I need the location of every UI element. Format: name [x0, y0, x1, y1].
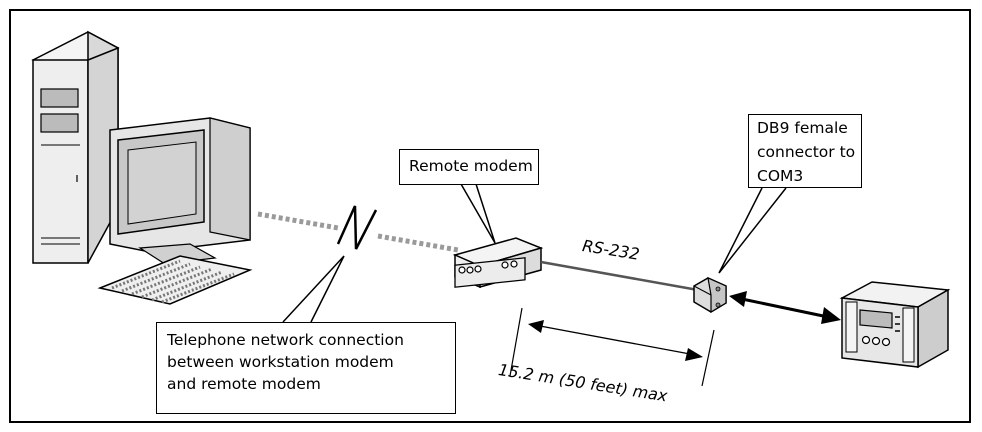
db9-callout-line-3: COM3 [757, 167, 804, 185]
db9-callout-pointer [718, 187, 787, 274]
db9-callout-line-2: connector to [757, 143, 856, 161]
rs232-cable [540, 260, 699, 292]
telephone-callout-line-2: between workstation modem [167, 353, 394, 371]
telephone-callout-line-3: and remote modem [167, 375, 321, 393]
workstation-computer [31, 30, 120, 264]
keyboard [97, 255, 253, 305]
remote-modem-callout-pointer [460, 183, 496, 244]
connection-arrow [729, 291, 841, 324]
workstation-monitor [109, 117, 251, 265]
distance-dimension [509, 307, 715, 387]
network-break-symbol [336, 205, 378, 250]
remote-modem-device [452, 237, 544, 289]
remote-modem-callout: Remote modem [399, 149, 539, 185]
db9-callout: DB9 female connector to COM3 [748, 114, 862, 188]
relay-device [839, 281, 951, 369]
telephone-callout-pointer [282, 255, 345, 323]
telephone-line-left [257, 211, 339, 231]
telephone-line-right [377, 233, 459, 253]
db9-connector [693, 276, 727, 314]
db9-callout-line-1: DB9 female [757, 119, 848, 137]
telephone-callout-line-1: Telephone network connection [167, 331, 404, 349]
telephone-callout: Telephone network connection between wor… [156, 322, 456, 414]
remote-modem-callout-text: Remote modem [409, 157, 533, 175]
